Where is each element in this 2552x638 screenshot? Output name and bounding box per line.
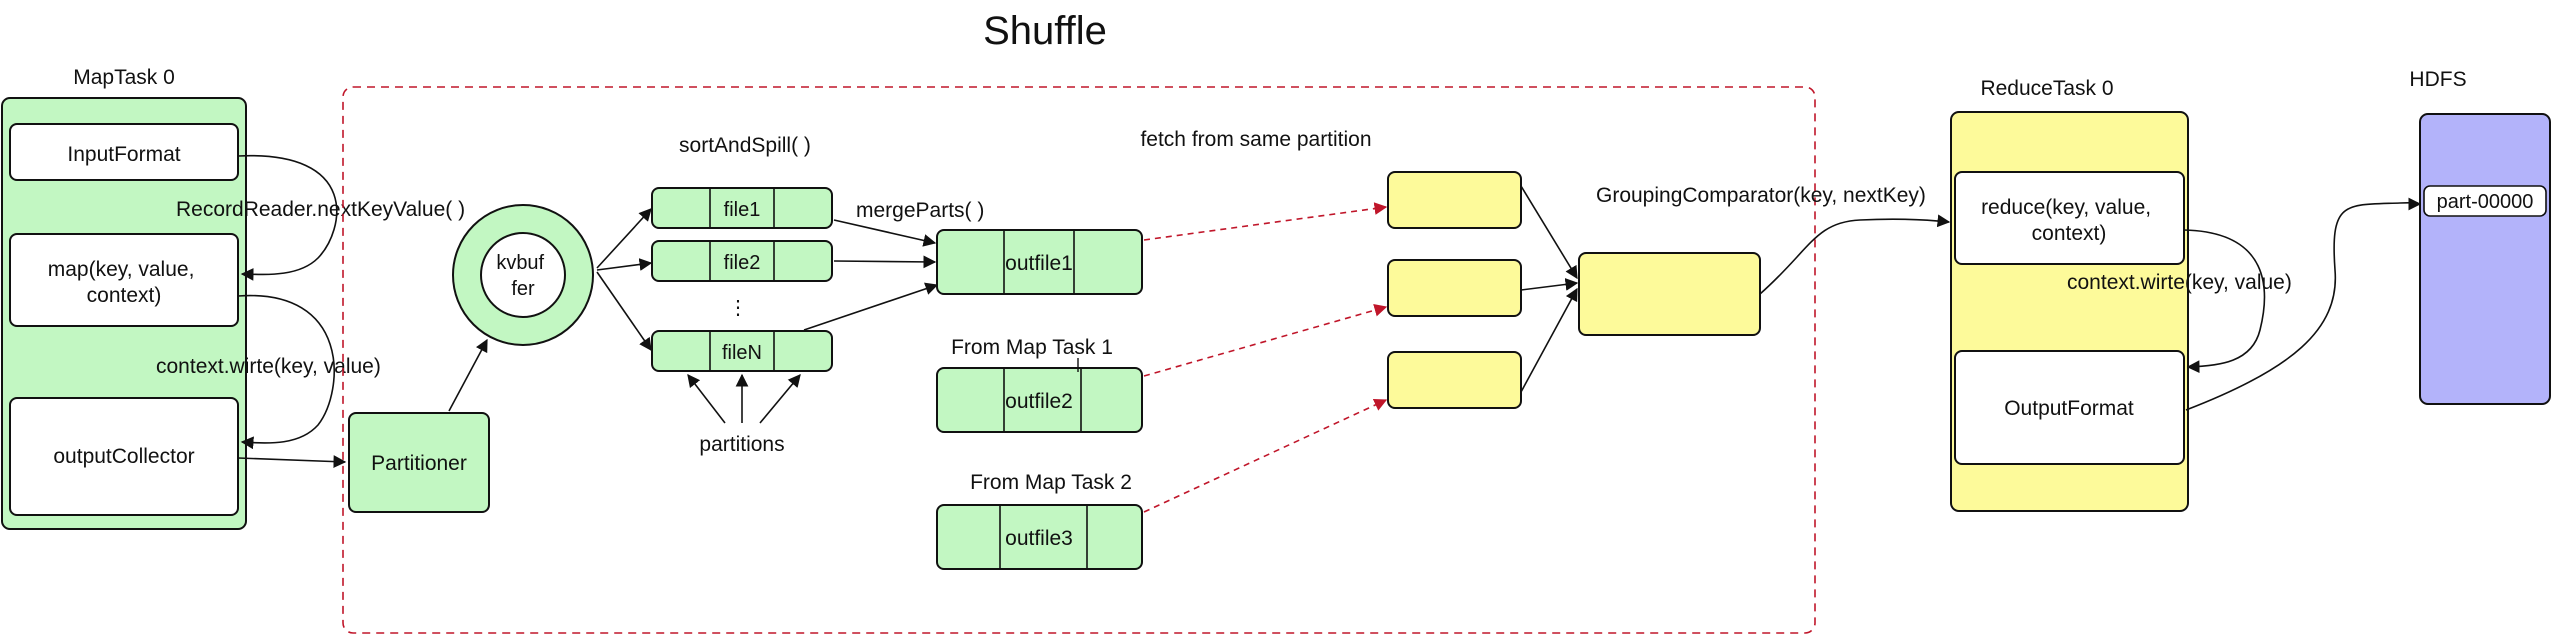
kvbuffer-inner [480,232,566,318]
map-task-label: MapTask 0 [73,66,175,89]
fetch-arrow-2 [1143,304,1388,377]
merged-outfile-1: outfile1 [936,229,1143,295]
input-format-box [9,123,239,181]
map-function-box [9,233,239,327]
merged-outfile-3-label: outfile3 [1005,527,1073,550]
box2-to-merge-arrow [1520,278,1579,291]
reduce-function-box [1954,171,2185,265]
file1-to-outfile1-arrow [833,219,937,247]
box3-to-merge-arrow [1520,287,1578,393]
hdfs-label: HDFS [2409,68,2466,91]
hdfs-container [2419,113,2551,405]
output-collector-box [9,397,239,516]
from-map-task-1-label: From Map Task 1 [951,336,1113,359]
fetch-arrow-1 [1143,202,1388,241]
fetched-partition-box-3 [1387,351,1522,409]
sort-and-spill-label: sortAndSpill( ) [679,134,811,157]
reduce-task-label: ReduceTask 0 [1980,77,2113,100]
context-write-arrow [237,294,335,450]
part-file-box [2423,185,2547,217]
merged-outfile-2: outfile2 [936,367,1143,433]
box1-to-merge-arrow [1520,185,1578,280]
output-format-box [1954,350,2185,465]
reduce-function-label: reduce(key, value, context) [1981,196,2157,245]
fileN-to-outfile1-arrow [803,282,939,331]
spill-file-2-label: file2 [724,252,761,274]
merged-outfile-1-label: outfile1 [1005,252,1073,275]
spill-file-1: file1 [651,187,833,229]
reduce-function-line-2: context) [2032,222,2107,245]
shuffle-region [342,86,1816,634]
record-reader-label: RecordReader.nextKeyValue( ) [176,198,465,221]
partition-arrow-left [687,373,726,424]
kvbuffer-line-2: fer [511,278,535,300]
spill-file-n-label: fileN [722,342,762,364]
partitioner-label: Partitioner [371,452,467,475]
partition-arrow-right [759,374,801,424]
kvbuffer-to-file2-arrow [596,258,653,271]
kvbuffer-label: kvbuf fer [496,252,549,300]
part-file-label: part-00000 [2437,191,2534,213]
record-reader-arrow [237,155,338,281]
merge-to-reduce-arrow [1759,214,1951,295]
fetch-arrow-3 [1143,399,1388,513]
output-to-hdfs-arrow [2185,197,2422,411]
merged-outfile-2-label: outfile2 [1005,390,1073,413]
spill-file-1-label: file1 [724,199,761,221]
grouping-comparator-label: GroupingComparator(key, nextKey) [1596,184,1926,207]
collector-to-partitioner-arrow [237,455,347,468]
diagram-title: Shuffle [983,9,1107,53]
output-format-label: OutputFormat [2004,397,2134,420]
merged-outfile-3: outfile3 [936,504,1143,570]
map-function-line-2: context) [87,284,162,307]
merge-parts-label: mergeParts( ) [856,199,984,222]
reduce-context-write-label: context.wirte(key, value) [2067,271,2292,294]
kvbuffer-to-fileN-arrow [596,271,652,352]
spill-file-2: file2 [651,240,833,282]
partitioner-to-kvbuffer-arrow [448,338,488,412]
kvbuffer-to-file1-arrow [596,208,652,269]
reduce-function-line-1: reduce(key, value, [1981,196,2151,219]
partitions-label: partitions [699,433,784,456]
input-format-label: InputFormat [67,143,180,166]
kvbuffer-line-1: kvbuf [496,252,544,274]
map-context-write-label: context.wirte(key, value) [156,355,381,378]
map-function-label: map(key, value, context) [48,258,201,307]
fetch-label: fetch from same partition [1140,128,1371,151]
fetched-partition-box-1 [1387,171,1522,229]
grouped-merge-box [1578,252,1761,336]
map-function-line-1: map(key, value, [48,258,195,281]
reduce-context-write-arrow [2183,229,2266,374]
output-collector-label: outputCollector [53,445,194,468]
partitioner-box [348,412,490,513]
from-map-task-2-label: From Map Task 2 [970,471,1132,494]
fetched-partition-box-2 [1387,259,1522,317]
spill-file-n: fileN [651,330,833,372]
spill-files-ellipsis: ⋮ [728,297,748,319]
file2-to-outfile1-arrow [833,255,937,269]
